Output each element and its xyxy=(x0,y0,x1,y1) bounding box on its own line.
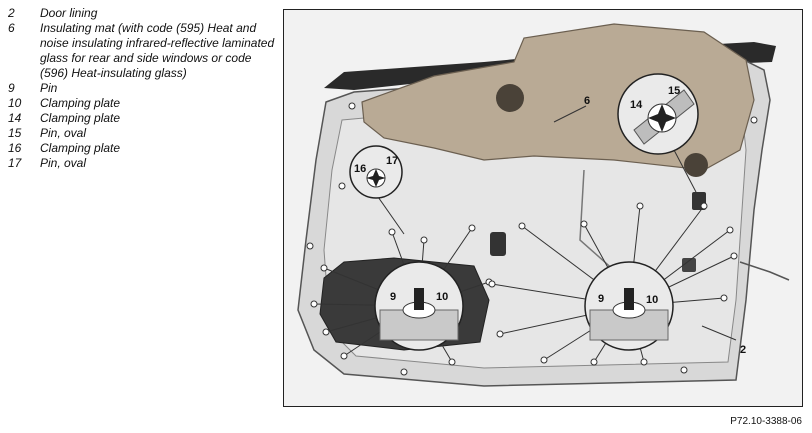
callout-9-left: 9 xyxy=(390,291,396,303)
leader-2 xyxy=(701,325,737,341)
callout-10-left: 10 xyxy=(436,291,448,303)
legend-item-9: 9 Pin xyxy=(8,81,278,96)
leader-detail-14-15 xyxy=(673,149,697,193)
callout-17: 17 xyxy=(386,155,398,167)
detail-circle-9-10-left xyxy=(374,261,464,351)
door-lining-illustration: 2 6 9 10 9 10 14 15 16 17 xyxy=(283,9,803,407)
legend-text: Pin, oval xyxy=(40,156,87,170)
legend-text: Pin, oval xyxy=(40,126,87,140)
legend-number: 17 xyxy=(8,156,22,170)
callout-15: 15 xyxy=(668,85,680,97)
legend-number: 2 xyxy=(8,6,15,20)
legend-item-16: 16 Clamping plate xyxy=(8,141,278,156)
callout-16: 16 xyxy=(354,163,366,175)
legend-text: Insulating mat (with code (595) Heat and… xyxy=(40,21,275,80)
legend-item-2: 2 Door lining xyxy=(8,6,278,21)
legend-number: 10 xyxy=(8,96,22,110)
legend-text: Pin xyxy=(40,81,58,95)
clip-socket xyxy=(682,258,696,272)
legend-number: 6 xyxy=(8,21,15,35)
legend-number: 14 xyxy=(8,111,22,125)
legend-item-15: 15 Pin, oval xyxy=(8,126,278,141)
mat-hole xyxy=(496,84,524,112)
door-drawing: 2 6 9 10 9 10 14 15 16 17 xyxy=(297,23,790,387)
parts-legend: 2 Door lining 6 Insulating mat (with cod… xyxy=(8,6,278,171)
detail-circle-14-15 xyxy=(617,73,699,155)
fastener-points xyxy=(306,102,758,376)
door-handle-recess xyxy=(490,232,506,256)
legend-item-14: 14 Clamping plate xyxy=(8,111,278,126)
callout-6: 6 xyxy=(584,95,590,107)
leader-detail-16-17 xyxy=(375,193,405,235)
legend-number: 16 xyxy=(8,141,22,155)
legend-text: Clamping plate xyxy=(40,111,121,125)
figure-reference: P72.10-3388-06 xyxy=(730,416,802,427)
cable-harness xyxy=(739,261,790,281)
callout-9-right: 9 xyxy=(598,293,604,305)
callout-14: 14 xyxy=(630,99,643,111)
detail-circle-16-17 xyxy=(349,145,403,199)
legend-number: 9 xyxy=(8,81,15,95)
mat-hole xyxy=(684,153,708,177)
legend-text: Clamping plate xyxy=(40,141,121,155)
legend-number: 15 xyxy=(8,126,22,140)
detail-circle-9-10-right xyxy=(584,261,674,351)
callout-2: 2 xyxy=(740,344,746,356)
legend-text: Clamping plate xyxy=(40,96,121,110)
callout-10-right: 10 xyxy=(646,294,658,306)
leader-6 xyxy=(553,105,587,123)
legend-item-17: 17 Pin, oval xyxy=(8,156,278,171)
legend-item-6: 6 Insulating mat (with code (595) Heat a… xyxy=(8,21,278,81)
legend-item-10: 10 Clamping plate xyxy=(8,96,278,111)
legend-text: Door lining xyxy=(40,6,98,20)
